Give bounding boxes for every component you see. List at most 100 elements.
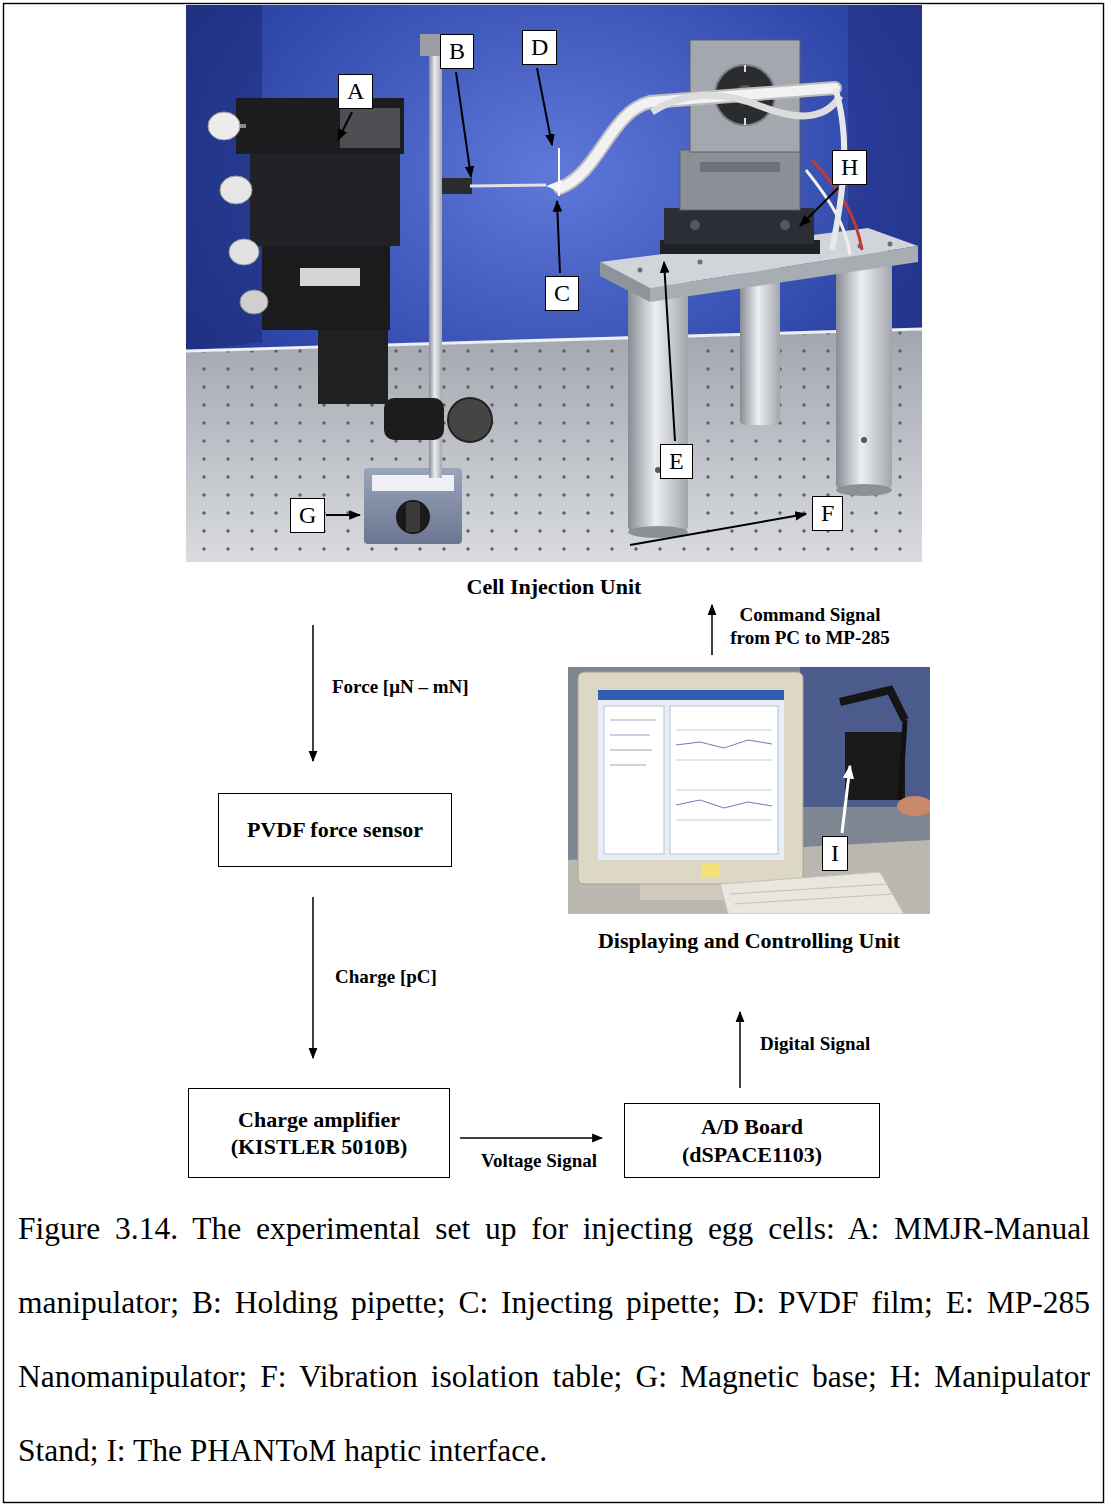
control-photo: [604, 706, 664, 854]
manual-manipulator: [236, 98, 404, 154]
signal-arrow: [312, 897, 314, 1058]
nanomanipulator: [690, 220, 700, 230]
process-box: A/D Board (dSPACE1103): [624, 1103, 880, 1178]
leader-line: [338, 112, 352, 140]
injection-photo: [186, 330, 922, 562]
leader-line: [537, 68, 552, 145]
signal-label: Command Signal from PC to MP-285: [722, 604, 898, 650]
leader-line: [557, 201, 560, 273]
box-text: Charge amplifier (KISTLER 5010B): [209, 1106, 429, 1161]
signal-arrow: [739, 1012, 741, 1088]
manipulator-stand: [600, 228, 918, 538]
control-photo: [840, 690, 905, 720]
control-photo: [730, 884, 894, 904]
pipettes: [470, 148, 562, 196]
pipette-arm: [560, 88, 844, 250]
pipettes: [558, 148, 560, 196]
manipulator-stand: [836, 484, 892, 496]
control-photo: [900, 720, 905, 800]
control-photo: [676, 800, 772, 808]
callout-letter-text: F: [821, 499, 834, 528]
magnetic-base: [406, 502, 420, 532]
control-photo: [598, 690, 784, 860]
unit-heading: Cell Injection Unit: [186, 574, 922, 600]
callout-letter-text: E: [669, 447, 684, 476]
signal-label: Digital Signal: [758, 1033, 872, 1056]
nanomanipulator: [664, 208, 814, 244]
pipette-arm: [560, 88, 835, 188]
process-box: PVDF force sensor: [218, 793, 452, 867]
magnetic-base: [364, 468, 462, 544]
manipulator-stand: [628, 262, 688, 532]
control-photo: [897, 796, 930, 816]
manipulator-stand: [861, 437, 867, 443]
control-photo: [845, 732, 905, 800]
callout-letter: B: [440, 34, 474, 69]
callout-letter: A: [338, 74, 373, 109]
control-photo: [800, 667, 930, 807]
manual-manipulator: [240, 290, 268, 314]
nanomanipulator: [700, 162, 780, 172]
manual-manipulator: [300, 268, 360, 286]
callout-letter-text: B: [449, 37, 465, 66]
callout-letter-text: I: [831, 839, 839, 868]
callout-letter: C: [545, 276, 579, 311]
manipulator-stand: [888, 242, 893, 247]
callout-letter-text: D: [531, 33, 548, 62]
leader-line: [456, 72, 471, 177]
callout-letter-text: H: [841, 153, 858, 182]
photo-panel: Displaying and Controlling Unit I: [568, 667, 930, 957]
injection-photo: [186, 5, 922, 562]
manual-manipulator: [318, 330, 388, 404]
manual-manipulator: [208, 112, 240, 140]
control-photo: [842, 766, 850, 833]
manual-manipulator: [262, 246, 390, 330]
signal-arrow: [312, 625, 314, 761]
manual-manipulator: [229, 239, 259, 265]
figure-border: [4, 4, 1104, 1503]
manual-manipulator: [208, 98, 404, 404]
control-photo: [702, 864, 720, 878]
leader-line: [326, 68, 838, 545]
figure-caption: Figure 3.14. The experimental set up for…: [18, 1192, 1090, 1488]
support-post: [448, 398, 492, 442]
control-photo: [568, 667, 930, 914]
nanomanipulator: [780, 220, 790, 230]
callout-letter: D: [522, 30, 557, 65]
control-photo: [578, 672, 803, 884]
injection-photo: [186, 329, 922, 351]
nanomanipulator: [744, 118, 746, 125]
callout-letter-text: A: [347, 77, 364, 106]
pipette-arm: [560, 88, 835, 188]
process-box: Charge amplifier (KISTLER 5010B): [188, 1088, 450, 1178]
pipette-arm: [652, 95, 840, 116]
support-post: [442, 178, 472, 194]
callout-letter-text: C: [554, 279, 570, 308]
magnetic-base: [364, 468, 462, 544]
control-photo: [568, 667, 930, 914]
control-photo: [720, 872, 904, 914]
manipulator-stand: [600, 262, 650, 302]
support-post: [384, 398, 444, 440]
unit-heading: Displaying and Controlling Unit: [568, 928, 930, 954]
injection-photo: [186, 330, 922, 562]
signal-arrow: [460, 1137, 602, 1139]
callout-letter-text: G: [299, 501, 316, 530]
control-photo: [598, 690, 784, 700]
pipettes: [470, 185, 546, 186]
signal-arrow: [711, 605, 713, 655]
manipulator-stand: [650, 246, 918, 302]
leader-line: [664, 262, 675, 441]
callout-letter: I: [822, 836, 848, 871]
injection-photo: [186, 5, 922, 562]
control-photo: [676, 730, 772, 820]
box-text: PVDF force sensor: [247, 816, 423, 844]
leader-line: [326, 514, 360, 516]
nanomanipulator: [744, 65, 746, 72]
signal-label: Force [μN – mN]: [330, 676, 471, 699]
manipulator-stand: [836, 250, 892, 490]
box-text: A/D Board (dSPACE1103): [655, 1113, 849, 1168]
